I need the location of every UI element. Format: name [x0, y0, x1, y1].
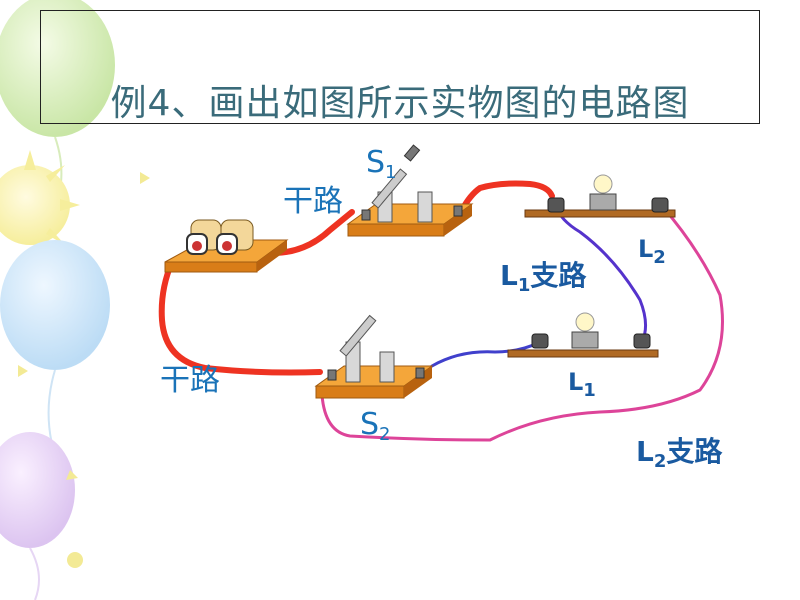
label-s2: S2: [360, 407, 391, 445]
label-main-line-top: 干路: [283, 184, 343, 219]
bulb-l1-icon[interactable]: [507, 312, 659, 358]
main-wire-battery-to-s2: [158, 259, 323, 376]
label-s1: S1: [366, 145, 397, 183]
label-main-line-bottom: 干路: [160, 363, 220, 398]
label-l2-branch: L2支路: [636, 435, 723, 472]
label-l2: L2: [638, 235, 666, 268]
small-yellow-shapes: [18, 172, 150, 568]
bulb-l2-icon[interactable]: [524, 174, 676, 218]
label-l1-branch: L1支路: [500, 259, 587, 296]
switch-s1-icon[interactable]: [346, 144, 474, 237]
main-wire-s1-to-junction: [459, 180, 555, 213]
l2-branch-wire: [320, 204, 724, 442]
l1-branch-wire-top: [554, 204, 647, 344]
label-l1: L1: [568, 368, 596, 401]
l1-branch-wire-bottom: [430, 340, 542, 368]
title-frame: [40, 10, 760, 124]
switch-s2-icon[interactable]: [314, 314, 434, 399]
wires: [158, 180, 724, 442]
page-title: 例4、画出如图所示实物图的电路图: [110, 83, 690, 124]
battery-box-icon[interactable]: [164, 219, 289, 273]
balloon-purple-icon: [0, 432, 75, 600]
sun-icon: [0, 150, 80, 245]
